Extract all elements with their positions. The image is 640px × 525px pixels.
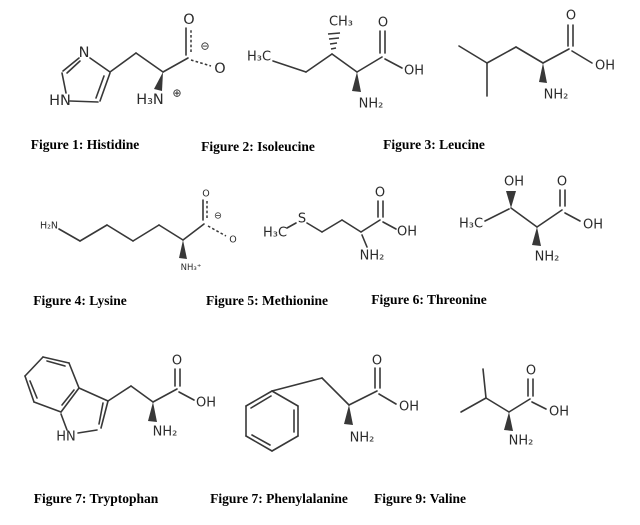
atom-label-oh: OH (397, 225, 417, 240)
tryptophan-bonds (24, 356, 195, 434)
plus-charge-icon: ⊕ (172, 87, 181, 100)
methionine-bonds (286, 200, 397, 248)
atom-label-o-top: O (202, 189, 209, 200)
phenylalanine-bonds (245, 367, 397, 452)
figure-4-caption: Figure 4: Lysine (33, 293, 127, 308)
atom-label-amine: NH₂ (153, 425, 178, 440)
atom-label-amine: NH₂ (509, 434, 534, 449)
isoleucine-structure: H₃C CH₃ O OH NH₂ (247, 15, 424, 112)
atom-label-o-top: O (566, 9, 576, 24)
atom-label-amine: NH₂ (359, 97, 384, 112)
atom-label-oh: OH (595, 59, 615, 74)
methionine-structure: H₃C S O OH NH₂ (263, 186, 417, 264)
lysine-bonds (58, 199, 227, 259)
minus-charge-icon: ⊖ (200, 40, 209, 53)
tryptophan-structure: HN O OH NH₂ (24, 354, 216, 445)
atom-label-o-top: O (172, 354, 182, 369)
figure-7-phenylalanine-caption: Figure 7: Phenylalanine (210, 491, 348, 506)
atom-label-o-top: O (183, 12, 194, 28)
threonine-bonds (484, 189, 581, 246)
atom-label-methyl: H₃C (263, 226, 287, 241)
leucine-structure: O OH NH₂ (458, 9, 615, 103)
atom-label-terminal-amine: H₂N (40, 221, 58, 232)
atom-label-oh: OH (583, 218, 603, 233)
atom-label-o-side: O (214, 61, 225, 77)
atom-label-o-top: O (372, 354, 382, 369)
atom-label-hydroxyl-top: OH (504, 175, 524, 190)
minus-charge-icon: ⊖ (214, 211, 222, 222)
atom-label-oh: OH (399, 400, 419, 415)
atom-label-ring-hn: HN (49, 93, 71, 109)
atom-label-oh: OH (404, 64, 424, 79)
atom-label-ring-n: N (79, 45, 90, 61)
figure-6-caption: Figure 6: Threonine (371, 292, 487, 307)
figure-1-caption: Figure 1: Histidine (30, 137, 140, 152)
atom-label-o-top: O (375, 186, 385, 201)
valine-bonds (460, 368, 547, 431)
atom-label-o-side: O (229, 235, 236, 246)
figure-7-tryptophan-caption: Figure 7: Tryptophan (33, 491, 159, 506)
atom-label-ammonium: NH₃⁺ (181, 263, 202, 273)
atom-label-o-top: O (378, 16, 388, 31)
atom-label-oh: OH (196, 396, 216, 411)
leucine-bonds (458, 24, 593, 97)
atom-label-methyl-top: CH₃ (329, 15, 353, 30)
figure-3-caption: Figure 3: Leucine (383, 137, 485, 152)
atom-label-sulfur: S (298, 212, 306, 227)
figure-2-caption: Figure 2: Isoleucine (201, 139, 315, 154)
atom-label-ring-hn: HN (56, 430, 76, 445)
histidine-structure: N HN H₃N ⊕ O ⊖ O (49, 12, 226, 109)
valine-structure: O OH NH₂ (460, 364, 569, 449)
lysine-structure: H₂N O ⊖ O NH₃⁺ (40, 189, 237, 274)
figure-5-caption: Figure 5: Methionine (206, 293, 328, 308)
histidine-bonds (61, 27, 212, 103)
atom-label-methyl: H₃C (459, 217, 483, 232)
atom-label-amine: NH₂ (544, 88, 569, 103)
atom-label-amine: NH₂ (535, 250, 560, 265)
atom-label-o-top: O (557, 175, 567, 190)
threonine-structure: OH H₃C O OH NH₂ (459, 175, 603, 265)
isoleucine-bonds (272, 30, 403, 92)
atom-label-ammonium: H₃N (136, 92, 164, 108)
atom-label-methyl-left: H₃C (247, 50, 271, 65)
atom-label-amine: NH₂ (360, 249, 385, 264)
phenylalanine-structure: O OH NH₂ (245, 354, 419, 452)
atom-label-amine: NH₂ (350, 431, 375, 446)
atom-label-oh: OH (549, 405, 569, 420)
atom-label-o-top: O (526, 364, 536, 379)
figure-9-caption: Figure 9: Valine (373, 491, 466, 506)
